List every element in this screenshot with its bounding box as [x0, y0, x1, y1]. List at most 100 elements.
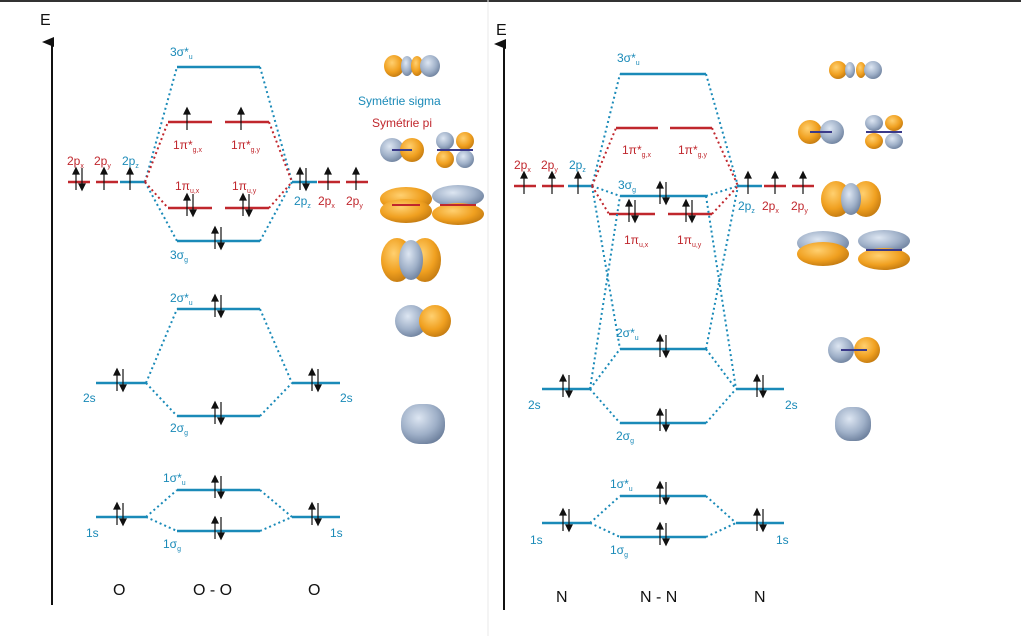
- energy-axis-label: E: [40, 12, 51, 29]
- n-orbital-1pi-ux: [797, 231, 849, 266]
- electron-arrow-down: [119, 503, 127, 527]
- n-label-1pi-star-gx: 1π*g,x: [622, 143, 651, 159]
- electron-arrow-up: [625, 198, 633, 222]
- electron-arrow-up: [682, 198, 690, 222]
- electron-arrow-up: [771, 170, 779, 194]
- n-orbital-3sigma-g: [821, 181, 881, 217]
- label-1s-left: 1s: [86, 526, 99, 540]
- electron-arrow-up: [211, 293, 219, 317]
- label-2sigma-g: 2σg: [170, 421, 188, 437]
- n-label-2px-left: 2px: [514, 158, 531, 174]
- electron-arrow-down: [217, 517, 225, 541]
- n-label-2sigma-star-u: 2σ*u: [616, 326, 639, 342]
- label-1pi-star-gx: 1π*g,x: [173, 138, 202, 154]
- n-label-2py-right: 2py: [791, 199, 808, 215]
- label-3sigma-star-u: 3σ*u: [170, 45, 193, 61]
- label-2py-left: 2py: [94, 154, 111, 170]
- panel-n2: E: [494, 22, 910, 610]
- n-label-1pi-uy: 1πu,y: [677, 233, 702, 249]
- electron-arrow-up: [183, 192, 191, 216]
- electron-arrow-up: [656, 480, 664, 504]
- electron-arrow-down: [78, 168, 86, 192]
- n-label-2py-left: 2py: [541, 158, 558, 174]
- n-label-2px-right: 2px: [762, 199, 779, 215]
- n-molecule-label: N - N: [640, 589, 677, 606]
- electron-arrow-up: [753, 507, 761, 531]
- n-correlation-lines-sigma: [589, 73, 739, 538]
- electron-arrow-down: [662, 523, 670, 547]
- label-2pz-left: 2pz: [122, 154, 139, 170]
- electron-arrow-down: [565, 509, 573, 533]
- n-label-3sigma-star-u: 3σ*u: [617, 51, 640, 67]
- atom-label-left: O: [113, 582, 125, 599]
- n-orbital-3sigma-star-u: [829, 61, 882, 79]
- electron-arrow-down: [662, 409, 670, 433]
- electron-arrow-up: [656, 333, 664, 357]
- electron-arrow-up: [559, 373, 567, 397]
- n-orbital-2sigma-g: [835, 407, 871, 441]
- electron-arrow-up: [574, 170, 582, 194]
- label-2s-right: 2s: [340, 391, 353, 405]
- orbital-1pi-star-gx: [380, 138, 424, 162]
- label-2sigma-star-u: 2σ*u: [170, 291, 193, 307]
- n-label-2s-right: 2s: [785, 398, 798, 412]
- n-orbital-1pi-uy: [858, 230, 910, 270]
- label-3sigma-g: 3σg: [170, 248, 188, 264]
- electron-arrow-up: [100, 166, 108, 190]
- orbital-2sigma-star-u: [395, 305, 451, 337]
- n-label-1sigma-star-u: 1σ*u: [610, 477, 633, 493]
- orbital-pictures-o2: [380, 55, 484, 444]
- electron-arrow-down: [662, 335, 670, 359]
- electron-arrow-up: [113, 501, 121, 525]
- electron-arrow-up: [656, 521, 664, 545]
- electron-arrow-down: [688, 200, 696, 224]
- n-orbital-1pi-star-gy: [865, 115, 903, 149]
- legend-pi: Symétrie pi: [372, 116, 432, 130]
- label-2px-left: 2px: [67, 154, 84, 170]
- legend-sigma: Symétrie sigma: [358, 94, 441, 108]
- electron-arrow-up: [799, 170, 807, 194]
- electron-arrow-up: [211, 515, 219, 539]
- n-label-2pz-right: 2pz: [738, 199, 755, 215]
- label-2s-left: 2s: [83, 391, 96, 405]
- electron-arrow-down: [314, 503, 322, 527]
- electron-arrow-up: [113, 367, 121, 391]
- correlation-lines-pi: [144, 121, 293, 209]
- electron-arrow-down: [217, 227, 225, 251]
- electron-arrow-down: [759, 509, 767, 533]
- correlation-lines-sigma: [144, 66, 293, 532]
- electron-arrow-down: [314, 369, 322, 393]
- n-orbital-2sigma-star-u: [828, 337, 880, 363]
- electron-arrow-down: [119, 369, 127, 393]
- electron-arrow-up: [237, 106, 245, 130]
- electron-arrow-up: [656, 407, 664, 431]
- electron-arrow-up: [183, 106, 191, 130]
- n-atom-label-right: N: [754, 589, 766, 606]
- electron-arrow-up: [352, 166, 360, 190]
- orbital-1pi-star-gy: [436, 132, 474, 168]
- n-label-1sigma-g: 1σg: [610, 543, 628, 559]
- label-2pz-right: 2pz: [294, 194, 311, 210]
- electron-arrow-up: [126, 166, 134, 190]
- label-1s-right: 1s: [330, 526, 343, 540]
- orbital-1pi-ux: [380, 187, 432, 223]
- molecule-label: O - O: [193, 582, 232, 599]
- label-2py-right: 2py: [346, 194, 363, 210]
- label-1sigma-g: 1σg: [163, 537, 181, 553]
- atom-label-right: O: [308, 582, 320, 599]
- n-label-1pi-ux: 1πu,x: [624, 233, 649, 249]
- n-label-1s-right: 1s: [776, 533, 789, 547]
- n-label-3sigma-g: 3σg: [618, 178, 636, 194]
- electron-arrow-down: [302, 168, 310, 192]
- orbital-2sigma-g: [401, 404, 445, 444]
- electron-arrow-up: [296, 166, 304, 190]
- electron-arrow-up: [548, 170, 556, 194]
- panel-o2: E: [40, 12, 484, 605]
- electron-arrow-up: [656, 180, 664, 204]
- electron-arrow-down: [189, 194, 197, 218]
- electron-arrow-down: [565, 375, 573, 399]
- electron-arrow-up: [239, 192, 247, 216]
- electron-arrow-down: [245, 194, 253, 218]
- n-label-2s-left: 2s: [528, 398, 541, 412]
